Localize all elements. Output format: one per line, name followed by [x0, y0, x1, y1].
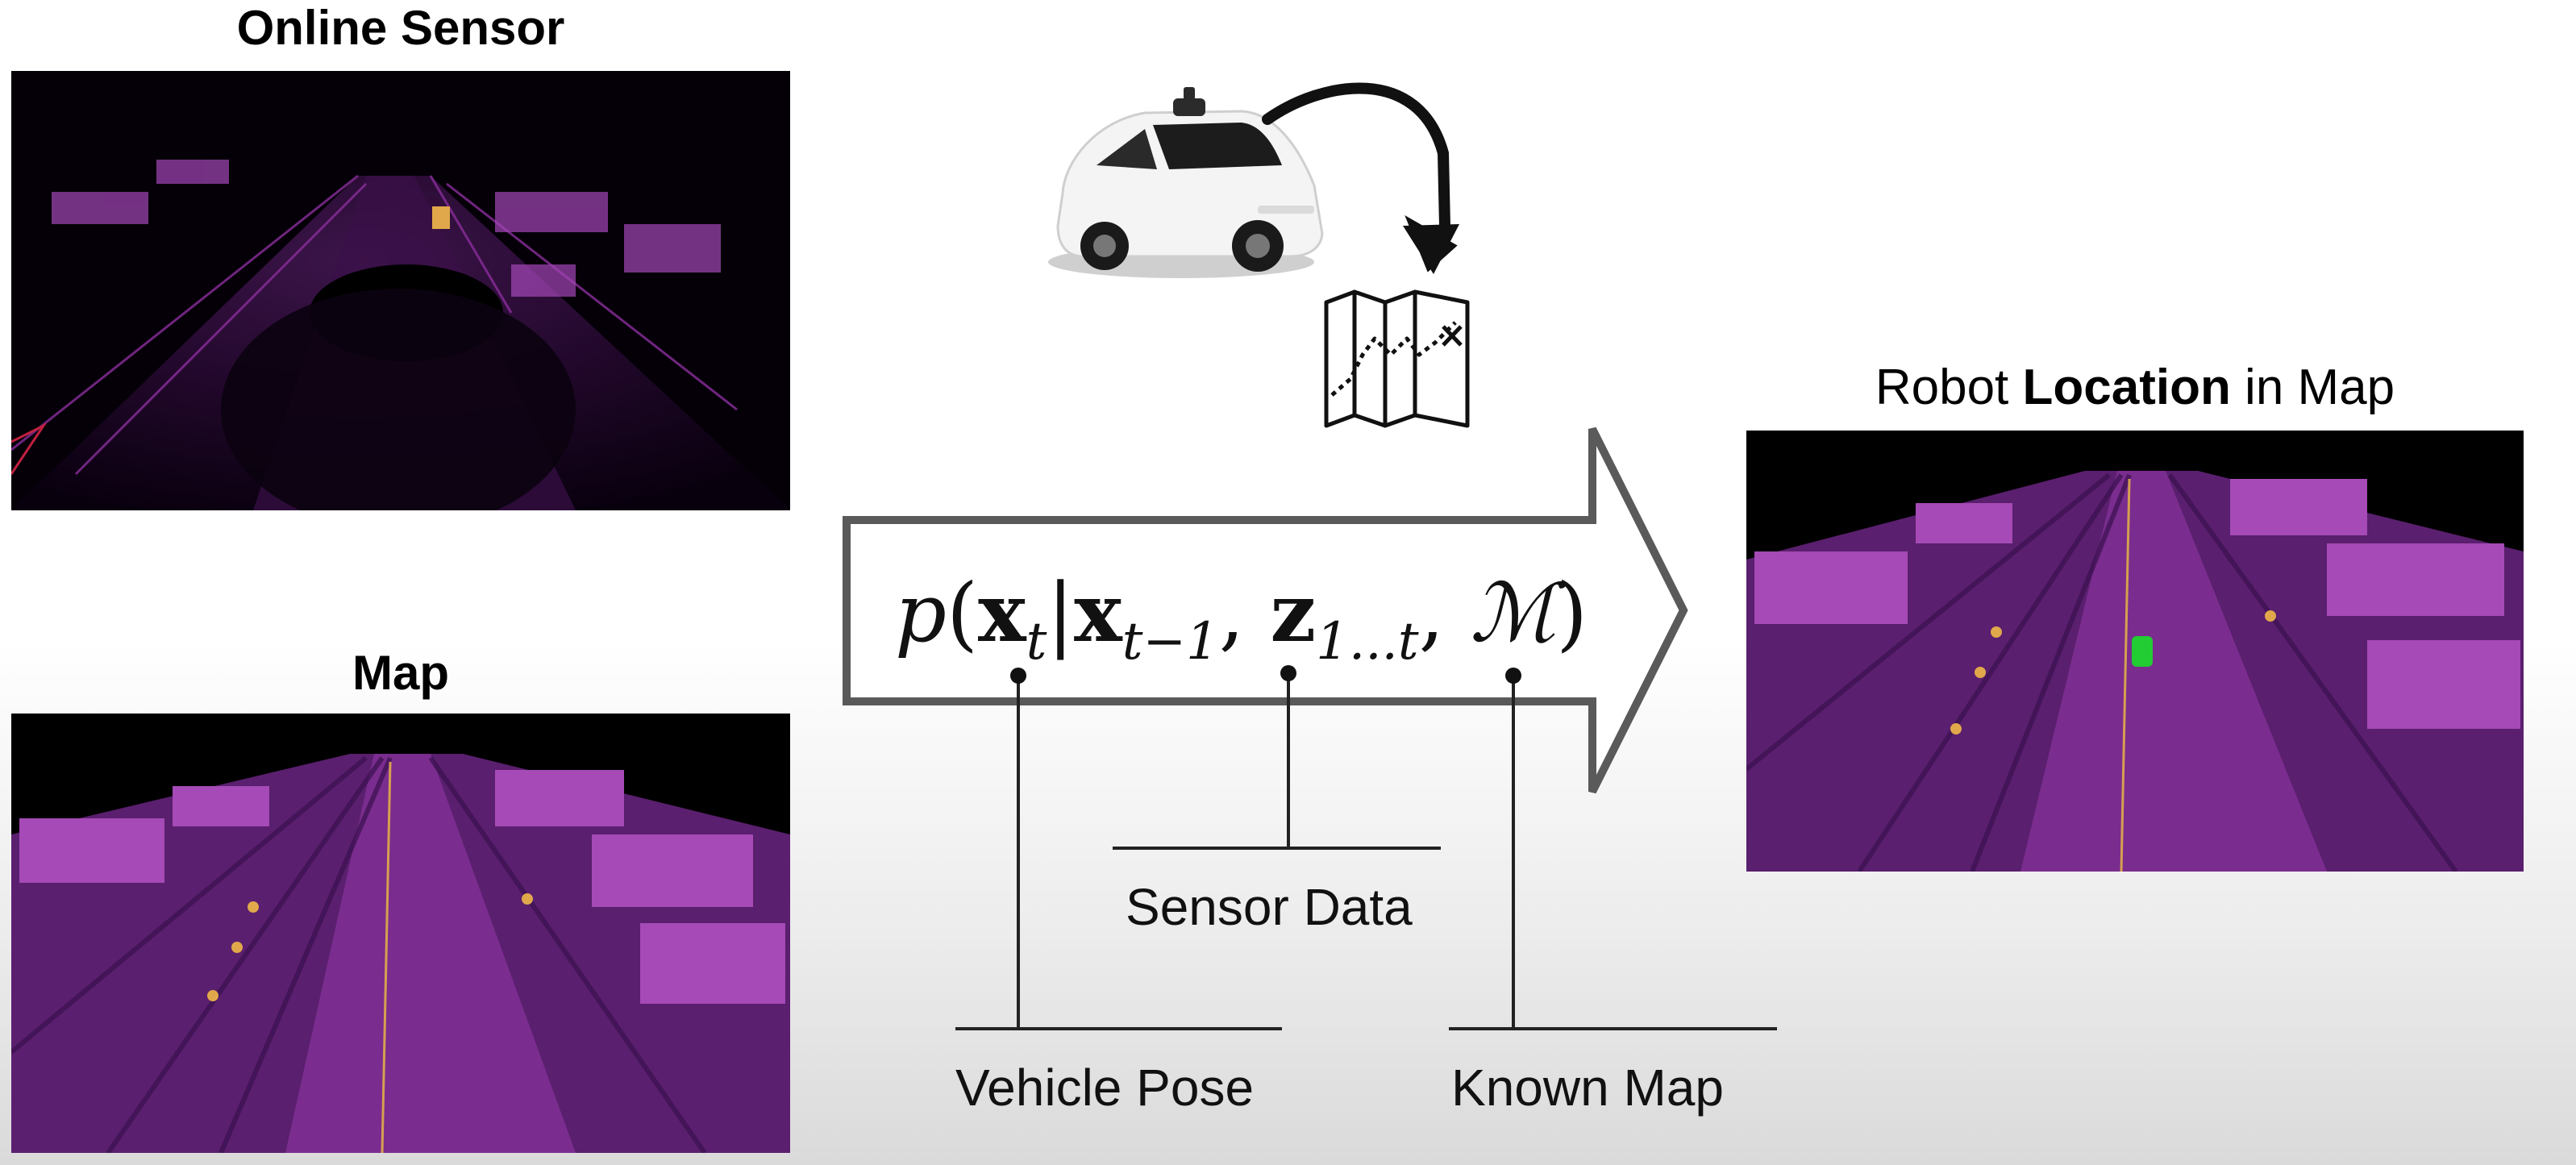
- vehicle-pose-dot: [1010, 668, 1026, 684]
- car-icon: [1048, 87, 1324, 278]
- curved-arrow-icon: [1262, 82, 1459, 274]
- robot-location-title: Robot Location in Map: [1746, 359, 2524, 416]
- sensor-data-leader: [1113, 673, 1441, 850]
- formula-t-minus-1: t−1: [1122, 612, 1219, 672]
- robot-location-title-bold: Location: [2022, 360, 2231, 415]
- big-arrow: [843, 426, 1688, 794]
- formula-x: x: [978, 565, 1026, 660]
- sensor-data-dot: [1280, 665, 1296, 681]
- robot-location-image: [1746, 431, 2524, 872]
- sensor-data-label: Sensor Data: [1126, 878, 1413, 936]
- known-map-leader: [1449, 676, 1777, 1030]
- formula-t: t: [1026, 612, 1047, 672]
- robot-location-title-post: in Map: [2230, 360, 2395, 415]
- formula-z: z: [1270, 565, 1317, 660]
- formula-map-symbol: ℳ: [1470, 566, 1557, 660]
- vehicle-marker: [2132, 636, 2153, 667]
- robot-location-title-pre: Robot: [1875, 360, 2023, 415]
- known-map-dot: [1505, 668, 1521, 684]
- online-sensor-title: Online Sensor: [236, 1, 565, 55]
- formula-x-prev: x: [1074, 565, 1122, 660]
- known-map-label: Known Map: [1451, 1059, 1724, 1117]
- map-image: [11, 714, 790, 1153]
- online-sensor-image: [11, 71, 790, 510]
- formula-one-to-t: 1...t: [1316, 612, 1419, 672]
- localization-formula: p(xt|xt−1, z1...t, ℳ): [895, 565, 1588, 672]
- map-title: Map: [352, 646, 449, 700]
- vehicle-pose-leader: [955, 676, 1282, 1030]
- vehicle-pose-label: Vehicle Pose: [955, 1059, 1255, 1117]
- folded-map-icon: [1324, 289, 1470, 428]
- formula-p: p: [895, 566, 947, 660]
